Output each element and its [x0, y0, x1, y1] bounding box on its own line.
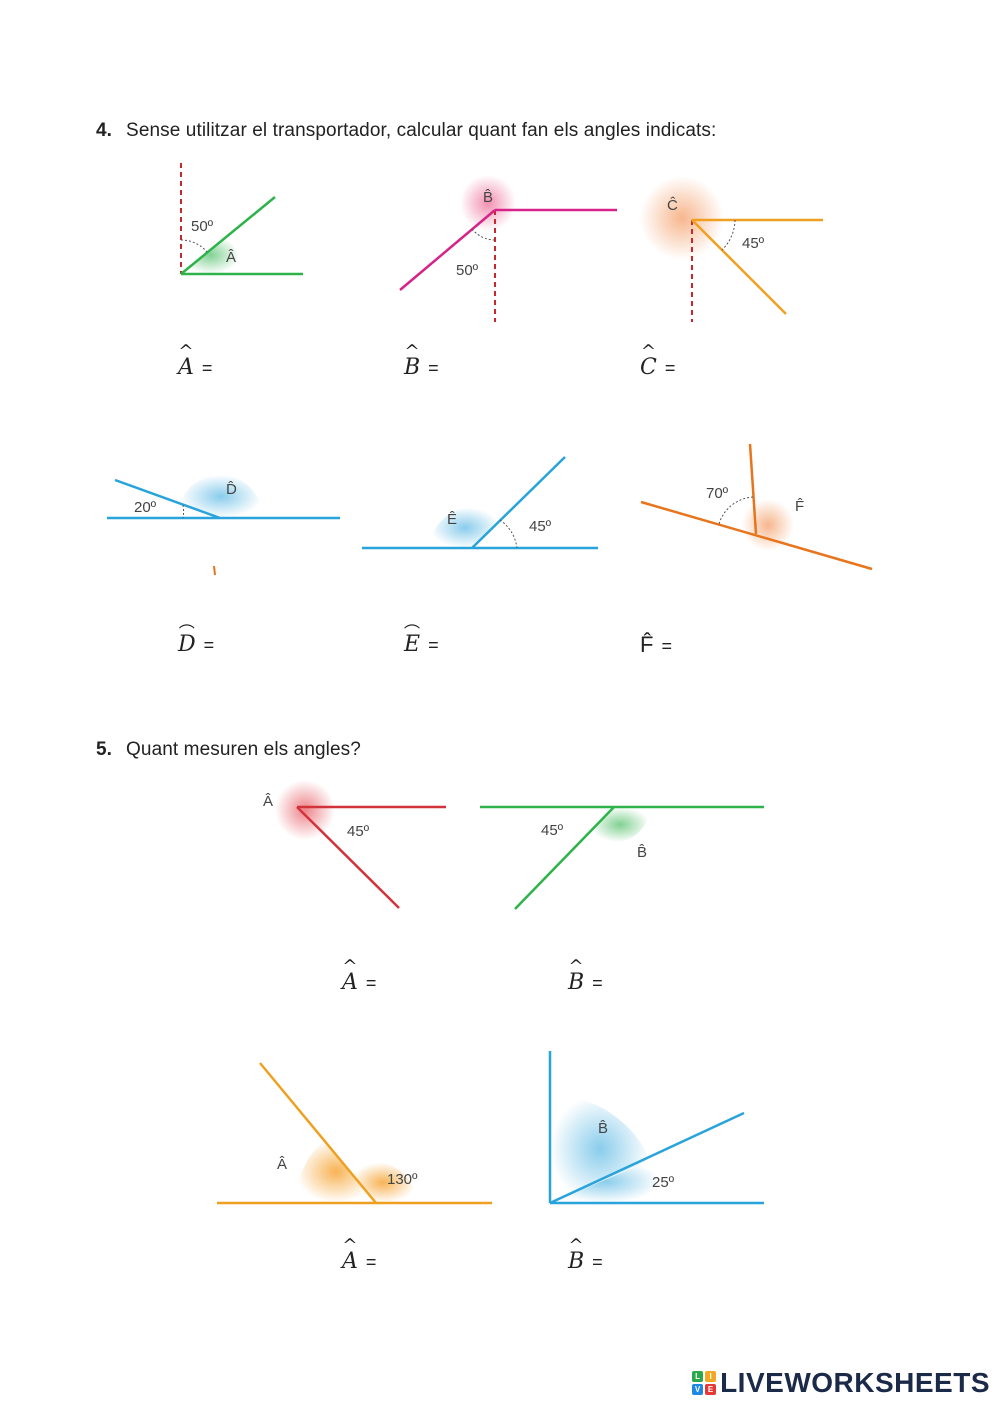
angle-ray — [114, 478, 221, 520]
equals-sign: = — [592, 1252, 603, 1272]
angle-ray — [514, 806, 615, 910]
answer-e: E= — [404, 632, 439, 657]
degree-label: 50º — [191, 218, 214, 235]
angle-ray — [640, 500, 873, 571]
question-text: Quant mesuren els angles? — [126, 739, 361, 760]
degree-label: 45º — [541, 822, 564, 839]
question-4-title: 4. Sense utilitzar el transportador, calc… — [96, 120, 716, 142]
equals-sign: = — [428, 358, 439, 378]
angle-shade — [350, 1162, 417, 1203]
angle-name-label: Ĉ — [667, 197, 678, 214]
angle-arc — [718, 496, 754, 525]
answer-d: D= — [178, 632, 214, 657]
answer-symbol: B — [568, 1249, 584, 1274]
figure-q5-angle-b-bottom: 25º B̂ — [548, 1051, 764, 1205]
figure-angle-d: 20º D̂ — [107, 474, 340, 576]
degree-label: 70º — [706, 485, 729, 502]
angle-shade — [181, 236, 240, 274]
equals-sign: = — [365, 973, 377, 993]
angle-ray — [296, 806, 400, 909]
stray-mark — [213, 565, 216, 576]
answer-symbol: A — [342, 970, 358, 995]
answer-f: F̂ = — [640, 632, 672, 658]
angle-name-label: Â — [277, 1156, 287, 1173]
answer-b: B= — [404, 355, 439, 380]
angle-arc — [721, 219, 736, 251]
angle-ray — [259, 1062, 377, 1204]
angle-arc — [499, 519, 518, 549]
answer-q5-a-top: A= — [342, 970, 376, 995]
angle-ray — [549, 1111, 745, 1205]
angle-ray — [748, 443, 758, 535]
question-text: Sense utilitzar el transportador, calcul… — [126, 120, 717, 141]
angle-ray — [471, 456, 566, 549]
equals-sign: = — [664, 358, 676, 378]
angle-name-label: B̂ — [598, 1120, 608, 1137]
equals-sign: = — [203, 635, 215, 655]
figure-q5-angle-b-top: 45º B̂ — [480, 805, 764, 910]
answer-symbol: F̂ — [640, 632, 654, 657]
angle-shade — [550, 1094, 650, 1203]
degree-label: 45º — [742, 235, 765, 252]
answer-c: C= — [640, 355, 675, 380]
answer-symbol: A — [178, 355, 194, 380]
answer-symbol: E — [404, 632, 420, 657]
answer-symbol: B — [404, 355, 420, 380]
question-number: 4. — [96, 120, 113, 141]
equals-sign: = — [592, 973, 603, 993]
figure-angle-a: 50º Â — [180, 163, 303, 276]
angle-ray — [399, 209, 496, 291]
question-5-title: 5. Quant mesuren els angles? — [96, 739, 361, 761]
degree-label: 50º — [456, 262, 479, 279]
answer-q5-a-bottom: A= — [342, 1249, 376, 1274]
question-number: 5. — [96, 739, 113, 760]
angle-ray — [180, 196, 276, 275]
angle-name-label: Ê — [447, 511, 457, 528]
angle-shade — [550, 1160, 661, 1203]
answer-symbol: D — [178, 632, 196, 657]
equals-sign: = — [201, 358, 213, 378]
angle-shade — [295, 1140, 376, 1203]
angle-arc — [471, 228, 496, 241]
angle-name-label: Â — [263, 793, 273, 810]
angle-name-label: Â — [226, 249, 236, 266]
angle-arc — [180, 239, 208, 253]
angle-name-label: B̂ — [483, 189, 493, 206]
angle-arc — [182, 504, 185, 519]
angle-shade — [640, 176, 724, 260]
equals-sign: = — [428, 635, 439, 655]
answer-symbol: B — [568, 970, 584, 995]
degree-label: 45º — [529, 518, 552, 535]
equals-sign: = — [365, 1252, 377, 1272]
answer-q5-b-top: B= — [568, 970, 603, 995]
degree-label: 45º — [347, 823, 370, 840]
degree-label: 25º — [652, 1174, 675, 1191]
logo-text: LIVEWORKSHEETS — [720, 1367, 990, 1398]
angle-ray — [691, 219, 787, 315]
degree-label: 130º — [387, 1171, 418, 1188]
angle-name-label: D̂ — [226, 481, 237, 498]
angle-shade — [180, 474, 263, 518]
angle-shade — [430, 507, 500, 548]
figure-angle-e: 45º Ê — [362, 456, 598, 550]
angle-shade — [460, 175, 516, 231]
figure-q5-angle-a-bottom: 130º Â — [217, 1062, 492, 1205]
angle-shade — [590, 807, 650, 843]
angle-name-label: F̂ — [795, 498, 804, 515]
answer-symbol: C — [640, 355, 657, 380]
degree-label: 20º — [134, 499, 157, 516]
angle-shade — [275, 780, 335, 840]
figure-q5-angle-a-top: 45º Â — [263, 780, 446, 909]
figure-angle-b: 50º B̂ — [399, 175, 617, 322]
figure-angle-f: 70º F̂ — [640, 443, 873, 571]
angle-name-label: B̂ — [637, 844, 647, 861]
figure-angle-c: 45º Ĉ — [640, 176, 823, 322]
answer-q5-b-bottom: B= — [568, 1249, 603, 1274]
answer-symbol: A — [342, 1249, 358, 1274]
answer-a: A= — [178, 355, 212, 380]
equals-sign: = — [661, 636, 672, 656]
